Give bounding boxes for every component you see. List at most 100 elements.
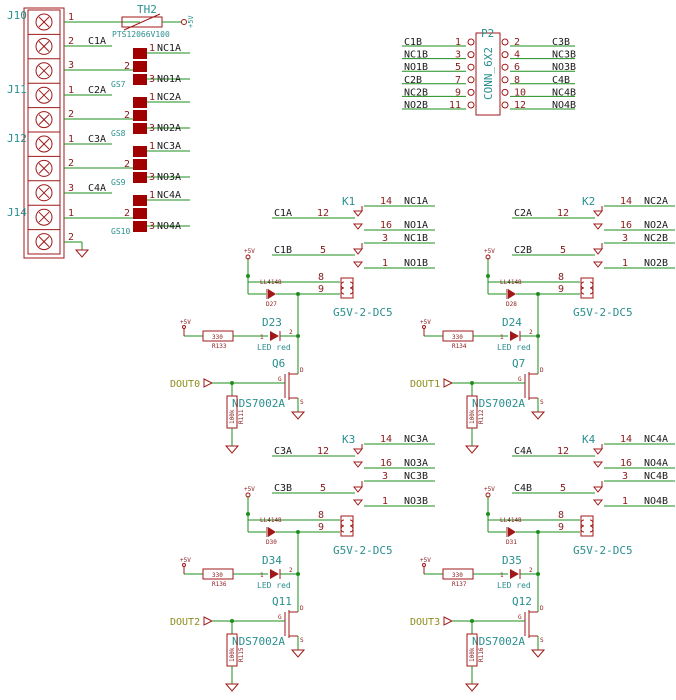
thermistor-value: PTS12066V100 — [112, 30, 170, 39]
resistor-value: 330 — [452, 334, 463, 341]
connector-pin: 8 — [514, 75, 520, 86]
relay-net: NO1A — [404, 220, 428, 231]
led-value: LED red — [257, 343, 291, 352]
relay-value: G5V-2-DC5 — [573, 544, 633, 557]
relay-net: NC4A — [644, 434, 668, 445]
screw-terminal-icon — [35, 159, 53, 177]
relay-pin: 14 — [620, 434, 632, 445]
thermistor-th2: TH2 PTS12066V100 +5V — [112, 3, 195, 39]
pulldown-ref: R115 — [238, 647, 245, 662]
relay-net: NO4A — [644, 458, 668, 469]
mosfet-pin: D — [540, 367, 544, 374]
relay-net: NC1B — [404, 233, 428, 244]
relay-pin: 1 — [382, 258, 388, 269]
pulldown-value: 100k — [229, 409, 236, 424]
pin-label: 2 — [68, 158, 74, 169]
mosfet-pin: S — [300, 637, 304, 644]
relay-net: NC4B — [644, 471, 668, 482]
led-pin: 2 — [529, 567, 533, 574]
relay-pin: 8 — [318, 272, 324, 283]
jumper-pin: 3 — [149, 74, 155, 85]
input-net-label: DOUT0 — [170, 379, 200, 390]
mosfet-pin: S — [540, 399, 544, 406]
diode-ref: D30 — [266, 539, 277, 546]
screw-terminal-icon — [35, 111, 53, 129]
relay-value: G5V-2-DC5 — [333, 544, 393, 557]
pulldown-value: 100k — [469, 647, 476, 662]
jumper-pin: 1 — [149, 43, 155, 54]
relay-pin: 12 — [317, 446, 329, 457]
connector-pin: 2 — [514, 37, 520, 48]
mosfet-pin: G — [278, 614, 282, 621]
mosfet-pin: G — [278, 376, 282, 383]
relay-net: NO3B — [404, 496, 428, 507]
relay-pin: 1 — [622, 496, 628, 507]
jumper-pin: 3 — [149, 123, 155, 134]
jumper-pin: 1 — [149, 92, 155, 103]
jumper-net: NO2A — [157, 123, 181, 134]
jumper-pin: 1 — [149, 141, 155, 152]
jumper-pin: 2 — [124, 159, 130, 170]
relay-pin: 5 — [320, 245, 326, 256]
relay-net: NO2A — [644, 220, 668, 231]
relay-pin: 5 — [320, 483, 326, 494]
resistor-ref: R133 — [212, 343, 227, 350]
connector-net: NO1B — [404, 62, 428, 73]
led-pin: 1 — [500, 572, 504, 579]
connector-net: NC3B — [552, 50, 576, 61]
terminal-j11-ref: J11 — [7, 83, 27, 96]
connector-pin: 10 — [514, 87, 526, 98]
diode-value: LL4148 — [260, 517, 282, 524]
mosfet-ref: Q6 — [272, 357, 285, 370]
pulldown-ref: R112 — [478, 409, 485, 424]
relay-pin: 14 — [380, 434, 392, 445]
power-label: +5V — [244, 248, 255, 255]
mosfet-ref: Q12 — [512, 595, 532, 608]
relay-pin: 3 — [622, 471, 628, 482]
relay-pin: 12 — [557, 446, 569, 457]
pin-label: 1 — [68, 12, 74, 23]
connector-pin: 7 — [455, 75, 461, 86]
jumper-pin: 2 — [124, 61, 130, 72]
mosfet-pin: D — [300, 605, 304, 612]
jumper-pin: 1 — [149, 190, 155, 201]
relay-pin: 16 — [380, 220, 392, 231]
relay-ref: K3 — [342, 433, 355, 446]
connector-pin: 6 — [514, 62, 520, 73]
relay-pin: 3 — [382, 471, 388, 482]
terminal-wires: 1 2 C1A 3 1 C2A 2 1 C3A 2 3 C4A 1 2 — [64, 12, 145, 258]
mosfet-ref: Q7 — [512, 357, 525, 370]
terminal-j10-ref: J10 — [7, 9, 27, 22]
relay-net: NC3B — [404, 471, 428, 482]
net-label: C2A — [88, 85, 106, 96]
mosfet-value: NDS7002A — [232, 397, 285, 410]
relay-ref: K4 — [582, 433, 596, 446]
diode-ref: D28 — [506, 301, 517, 308]
mosfet-pin: S — [300, 399, 304, 406]
led-value: LED red — [257, 581, 291, 590]
net-label: C4A — [88, 183, 106, 194]
relay-pin: 14 — [620, 196, 632, 207]
relay-pin: 12 — [317, 208, 329, 219]
resistor-ref: R134 — [452, 343, 467, 350]
pin-label: 2 — [68, 36, 74, 47]
relay-net: C1B — [274, 245, 292, 256]
screw-terminal-icon — [35, 184, 53, 202]
relay-pin: 3 — [382, 233, 388, 244]
resistor-value: 330 — [212, 572, 223, 579]
input-net-label: DOUT3 — [410, 617, 440, 628]
led-pin: 2 — [289, 329, 293, 336]
power-label: +5V — [187, 15, 195, 28]
diode-value: LL4148 — [260, 279, 282, 286]
relay-pin: 9 — [558, 522, 564, 533]
jumper-net: NC3A — [157, 141, 181, 152]
relay-value: G5V-2-DC5 — [573, 306, 633, 319]
screw-terminal-icon — [35, 13, 53, 31]
led-pin: 2 — [529, 329, 533, 336]
relay-pin: 9 — [318, 284, 324, 295]
relay-net: NO3A — [404, 458, 428, 469]
